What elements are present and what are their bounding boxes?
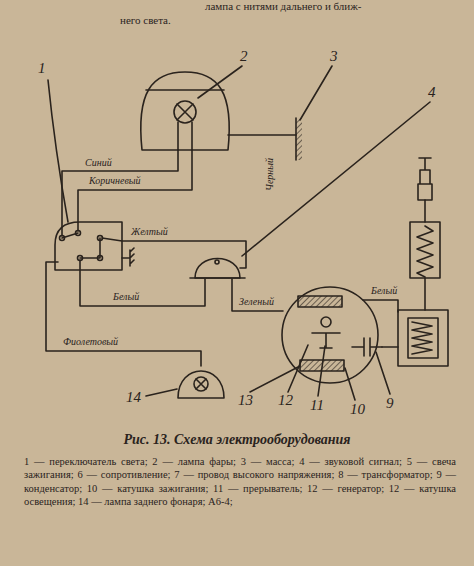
wire-color-label: Синий [84,157,113,168]
tail-lamp [178,371,224,398]
horn-contact [215,260,219,264]
switch-contact [62,233,100,258]
wire-green [232,279,283,311]
wire-violet [46,262,201,366]
callout-number: 13 [238,392,253,409]
wire-white [363,300,398,312]
resistor-zigzag [417,226,433,277]
callout-number: 1 [38,60,46,77]
ground-symbol [122,248,134,266]
callout-number: 2 [240,48,248,65]
lamp-lead [178,122,192,150]
callout-number: 14 [126,389,141,406]
headlamp [141,72,229,150]
figure-caption: 1 — переключатель света; 2 — лампа фары;… [24,455,456,509]
leader-line [300,66,332,120]
leader-line [250,366,300,392]
condenser [352,338,382,356]
ground-hatch [296,118,302,160]
wire [382,346,398,348]
horn [195,259,240,279]
leader-line [146,389,177,396]
figure-title: Рис. 13. Схема электрооборудования [0,432,474,448]
ignition-coil [300,360,344,371]
lighting-coil [298,296,342,307]
page-text: лампа с нитями дальнего и ближ- [205,0,362,12]
leader-line [198,66,242,98]
lamp-filament [177,104,193,120]
high-voltage-wire [424,278,426,310]
wire-color-label: Коричневый [88,175,142,186]
wire-color-label: Фиолетовый [62,336,119,347]
wire-color-label: Желтый [130,226,169,237]
lamp-bulb [174,101,196,123]
wire-color-label: Черный [264,157,275,192]
wire-brown [78,150,192,231]
light-switch [55,222,122,270]
leader-line [48,80,68,222]
horn-base [190,277,245,279]
wire-blue [62,150,178,236]
callout-number: 11 [310,397,324,414]
wire-color-label: Белый [370,285,398,296]
callout-number: 10 [350,401,365,418]
callout-number: 4 [428,84,436,101]
breaker-lever [312,333,340,348]
wire-white [80,260,205,306]
headlamp-rim [146,89,224,91]
high-voltage-wire [424,200,426,222]
wire-color-label: Зеленый [238,296,275,307]
lamp-bulb [194,377,208,391]
breaker-cam [321,317,331,327]
callout-number: 3 [330,48,338,65]
leader-line [376,352,390,394]
spark-plug [418,158,432,200]
transformer-coil [412,322,432,354]
lamp-filament [196,379,206,389]
leader-line [345,368,355,400]
resistor [410,222,440,278]
callout-number: 9 [386,395,394,412]
page-text: него света. [120,14,171,26]
transformer [398,310,448,366]
callout-number: 12 [278,392,293,409]
wire-black [228,134,296,136]
wire-color-label: Белый [112,291,140,302]
leader-line [242,102,430,256]
generator [282,287,378,383]
wire-yellow [102,238,246,268]
transformer-winding [408,318,438,358]
drawing-part [46,66,448,400]
